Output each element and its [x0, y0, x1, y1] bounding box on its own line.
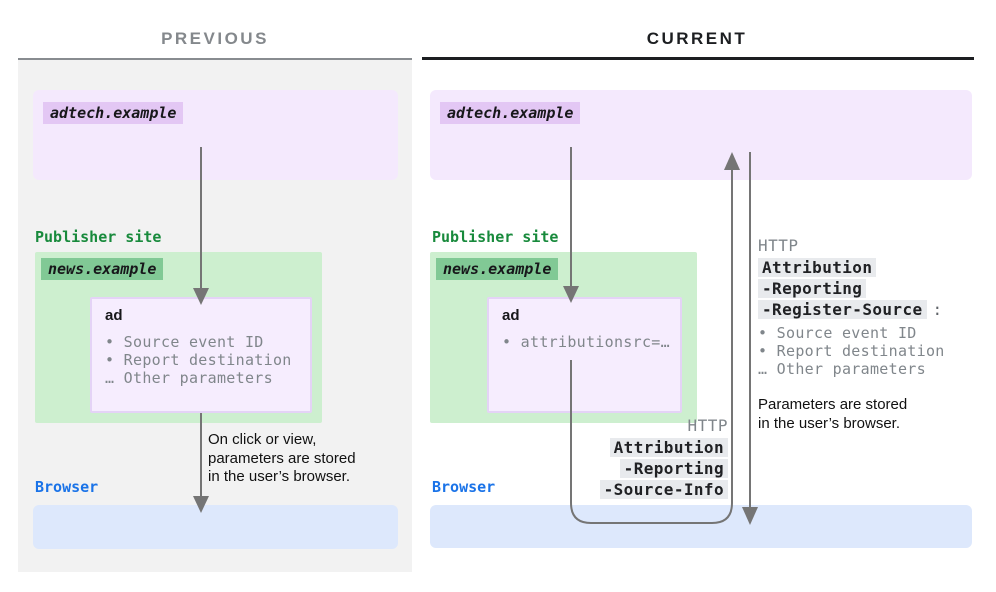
register-source-header-row: -Register-Source :: [758, 300, 942, 321]
current-publisher-site-label: Publisher site: [432, 228, 559, 246]
note-line: in the user’s browser.: [208, 468, 351, 485]
current-ad-box: ad • attributionsrc=…: [487, 297, 682, 413]
previous-publisher-site-label: Publisher site: [35, 228, 162, 246]
previous-adtech-label: adtech.example: [43, 102, 184, 124]
previous-ad-bullet: • Report destination: [105, 351, 292, 369]
current-ad-bullet: • attributionsrc=…: [502, 333, 670, 351]
note-line: in the user’s browser.: [758, 414, 901, 432]
register-source-header-line: -Register-Source: [758, 300, 927, 319]
current-browser-label: Browser: [432, 478, 496, 496]
http-protocol-label: HTTP: [687, 416, 728, 435]
note-line: On click or view,: [208, 431, 317, 448]
source-info-header-line: -Source-Info: [599, 480, 728, 499]
note-line: Parameters are stored: [758, 396, 908, 413]
current-ad-parameters: • attributionsrc=…: [502, 333, 680, 351]
current-browser-box: [430, 505, 972, 548]
previous-ad-box: ad • Source event ID • Report destinatio…: [90, 297, 312, 413]
note-line: parameters are stored: [208, 449, 356, 467]
current-column-title: CURRENT: [646, 29, 748, 48]
previous-ad-bullet: … Other parameters: [105, 369, 273, 387]
previous-news-label: news.example: [41, 258, 164, 280]
register-source-bullet: • Report destination: [758, 342, 945, 360]
register-source-header-line: Attribution: [758, 258, 877, 277]
previous-ad-title: ad: [105, 307, 123, 324]
current-storage-note: Parameters are stored in the user’s brow…: [758, 396, 907, 433]
register-source-parameters: • Source event ID • Report destination ……: [758, 324, 945, 378]
current-divider-rule: [422, 57, 974, 60]
previous-divider-rule: [18, 58, 412, 60]
source-info-header-line: Attribution: [609, 438, 728, 457]
previous-browser-label: Browser: [35, 478, 99, 496]
previous-ad-bullet: • Source event ID: [105, 333, 264, 351]
source-info-header-line: -Reporting: [619, 459, 728, 478]
register-source-bullet: … Other parameters: [758, 360, 926, 378]
register-source-bullet: • Source event ID: [758, 324, 917, 342]
register-source-colon: :: [932, 300, 943, 319]
previous-ad-parameters: • Source event ID • Report destination ……: [105, 333, 310, 387]
source-info-block: HTTP Attribution -Reporting -Source-Info: [599, 416, 728, 501]
current-adtech-label: adtech.example: [440, 102, 581, 124]
register-source-block: HTTP Attribution -Reporting -Register-So…: [758, 236, 945, 433]
http-protocol-label: HTTP: [758, 236, 799, 255]
register-source-header-line: -Reporting: [758, 279, 867, 298]
previous-storage-note: On click or view, parameters are stored …: [208, 431, 356, 487]
current-news-label: news.example: [436, 258, 559, 280]
previous-column-title: PREVIOUS: [161, 29, 269, 48]
current-ad-title: ad: [502, 307, 520, 324]
previous-browser-box: [33, 505, 398, 549]
